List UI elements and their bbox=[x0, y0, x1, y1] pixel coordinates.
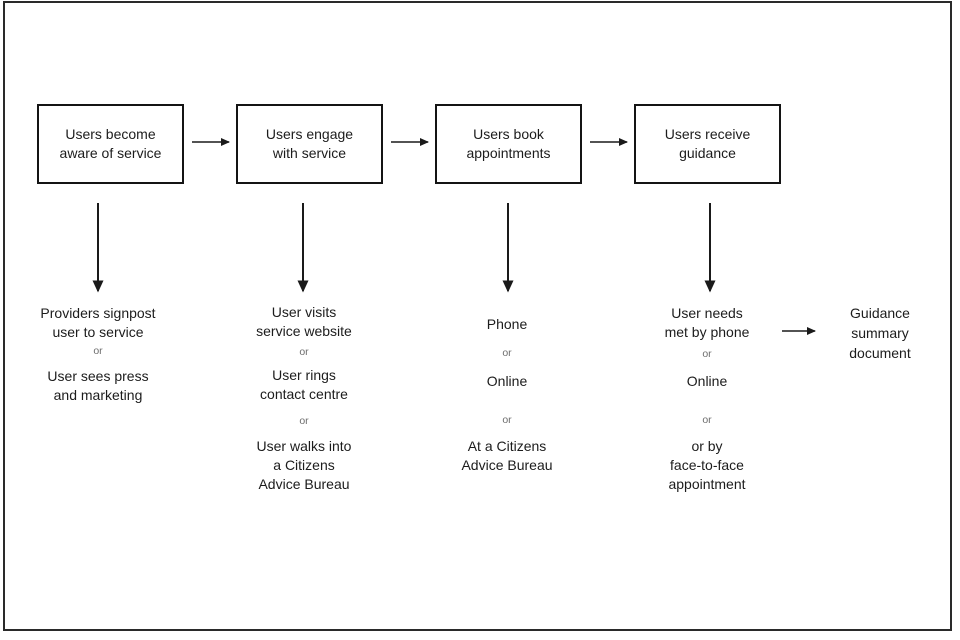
channel-option: User walks into a Citizens Advice Bureau bbox=[256, 438, 352, 492]
or-separator: or bbox=[502, 414, 512, 426]
channel-option: Online bbox=[486, 373, 528, 389]
channel-option: User rings contact centre bbox=[260, 367, 348, 402]
channels-engage: User visits service website or User ring… bbox=[214, 293, 394, 508]
or-separator: or bbox=[702, 414, 712, 426]
channel-option: User sees press and marketing bbox=[47, 368, 149, 403]
channel-option: Providers signpost user to service bbox=[40, 305, 156, 340]
channels-guidance: User needs met by phone or Online or or … bbox=[617, 293, 797, 508]
diagram-border: Users become aware of service Users enga… bbox=[3, 1, 952, 631]
channel-option: At a Citizens Advice Bureau bbox=[461, 438, 553, 473]
channel-option: Online bbox=[686, 373, 728, 389]
or-separator: or bbox=[299, 346, 309, 358]
channels-book: Phone or Online or At a Citizens Advice … bbox=[417, 293, 597, 508]
channel-option: User needs met by phone bbox=[664, 305, 750, 340]
stage-box-book: Users book appointments bbox=[435, 104, 582, 184]
channel-option: or by face-to-face appointment bbox=[668, 438, 746, 492]
channels-aware: Providers signpost user to service or Us… bbox=[8, 293, 188, 508]
or-separator: or bbox=[93, 345, 103, 357]
stage-box-engage: Users engage with service bbox=[236, 104, 383, 184]
or-separator: or bbox=[702, 348, 712, 360]
stage-box-aware: Users become aware of service bbox=[37, 104, 184, 184]
channel-option: User visits service website bbox=[256, 304, 352, 339]
or-separator: or bbox=[299, 415, 309, 427]
or-separator: or bbox=[502, 347, 512, 359]
channel-option: Phone bbox=[486, 316, 528, 332]
stage-box-guidance: Users receive guidance bbox=[634, 104, 781, 184]
output-document-label: Guidance summary document bbox=[849, 305, 911, 361]
